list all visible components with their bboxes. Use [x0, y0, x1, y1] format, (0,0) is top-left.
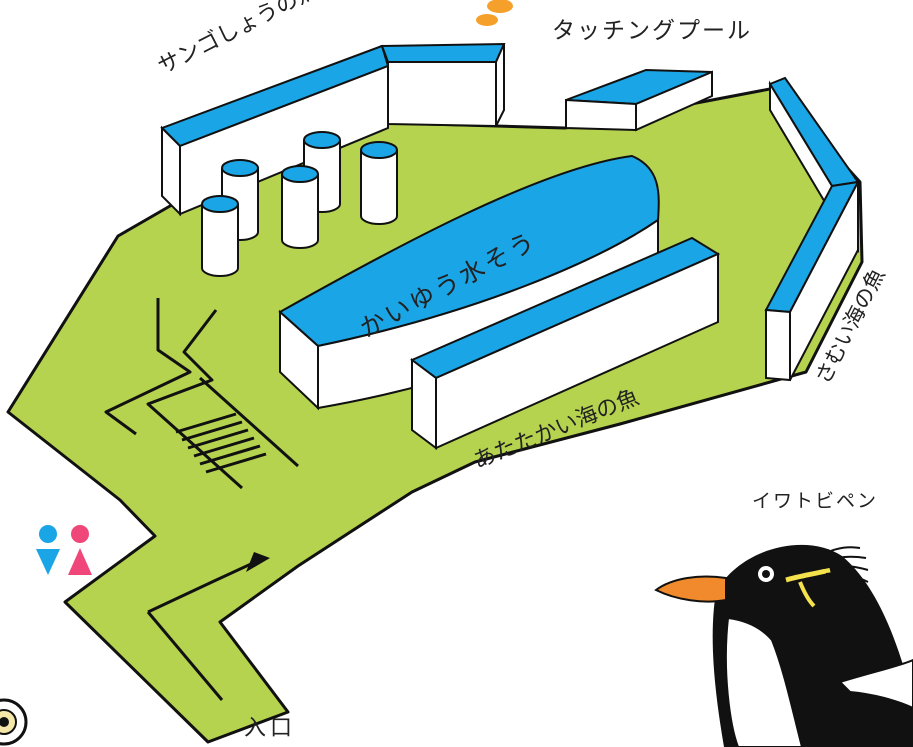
- coral-fish-tank-2[interactable]: [380, 42, 506, 128]
- restroom-icon[interactable]: [36, 525, 92, 575]
- touching-pool-label: タッチングプール: [552, 18, 752, 44]
- stairs-icon: [175, 412, 267, 474]
- touching-pool[interactable]: [565, 68, 713, 132]
- direction-arrow-icon: [246, 552, 270, 572]
- cylinder-tank: [281, 165, 319, 249]
- migratory-tank[interactable]: [278, 154, 660, 411]
- penguin-illustration: [654, 544, 913, 747]
- cold-sea-fish-tank[interactable]: [764, 76, 860, 382]
- warm-sea-fish-tank[interactable]: [410, 236, 721, 450]
- rockhopper-penguin-label: イワトビペン: [752, 490, 879, 512]
- cylinder-tank: [303, 131, 341, 213]
- corner-eye-decoration: [0, 698, 28, 746]
- orange-dots-decoration: [476, 0, 513, 26]
- cylinder-tank: [360, 141, 398, 225]
- cylinder-tank: [201, 195, 239, 277]
- cylinder-tanks[interactable]: [201, 131, 398, 277]
- walkway-route-lines: [104, 298, 300, 701]
- entrance-label: 入口: [244, 716, 297, 741]
